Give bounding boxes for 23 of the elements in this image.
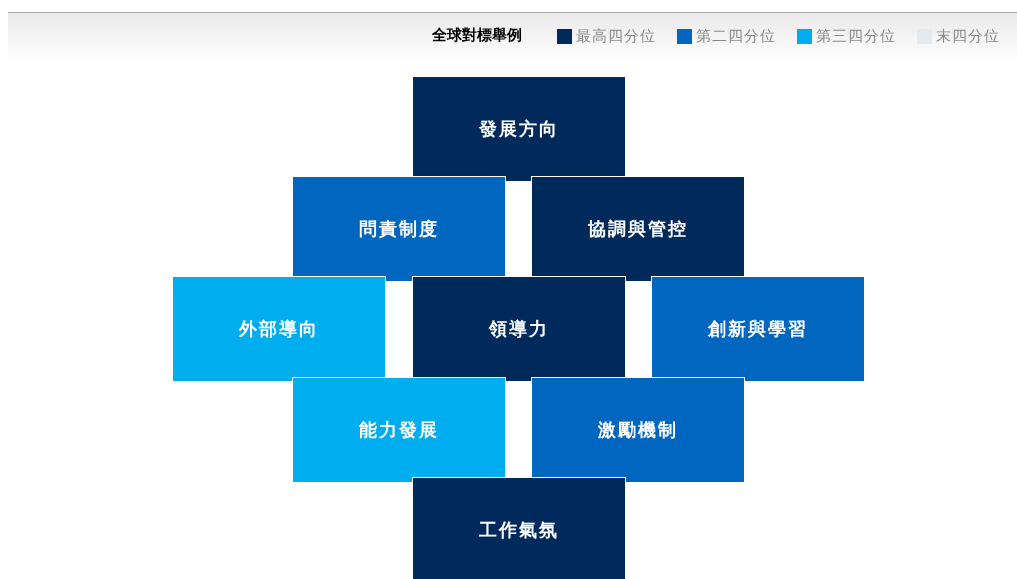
tile-label: 發展方向 — [479, 117, 559, 141]
legend-label: 末四分位 — [936, 27, 1000, 46]
dimension-tile — [651, 276, 865, 382]
dimension-tile — [531, 176, 745, 282]
dimension-tile — [412, 276, 626, 382]
legend-heading: 全球對標舉例 — [432, 26, 522, 45]
dimension-tile — [412, 477, 626, 579]
tile-label: 領導力 — [489, 317, 549, 341]
legend-label: 第三四分位 — [816, 27, 896, 46]
tile-label: 協調與管控 — [588, 217, 688, 241]
dimension-tile — [172, 276, 386, 382]
tile-label: 問責制度 — [359, 217, 439, 241]
tile-label: 激勵機制 — [598, 418, 678, 442]
tile-label: 能力發展 — [359, 418, 439, 442]
dimension-tile — [531, 377, 745, 483]
dimension-tile — [412, 76, 626, 182]
tile-label: 外部導向 — [239, 317, 319, 341]
dimension-tile — [292, 377, 506, 483]
legend-label: 第二四分位 — [696, 27, 776, 46]
tile-label: 創新與學習 — [708, 317, 808, 341]
legend-label: 最高四分位 — [576, 27, 656, 46]
dimension-tile — [292, 176, 506, 282]
tile-label: 工作氣氛 — [479, 518, 559, 542]
